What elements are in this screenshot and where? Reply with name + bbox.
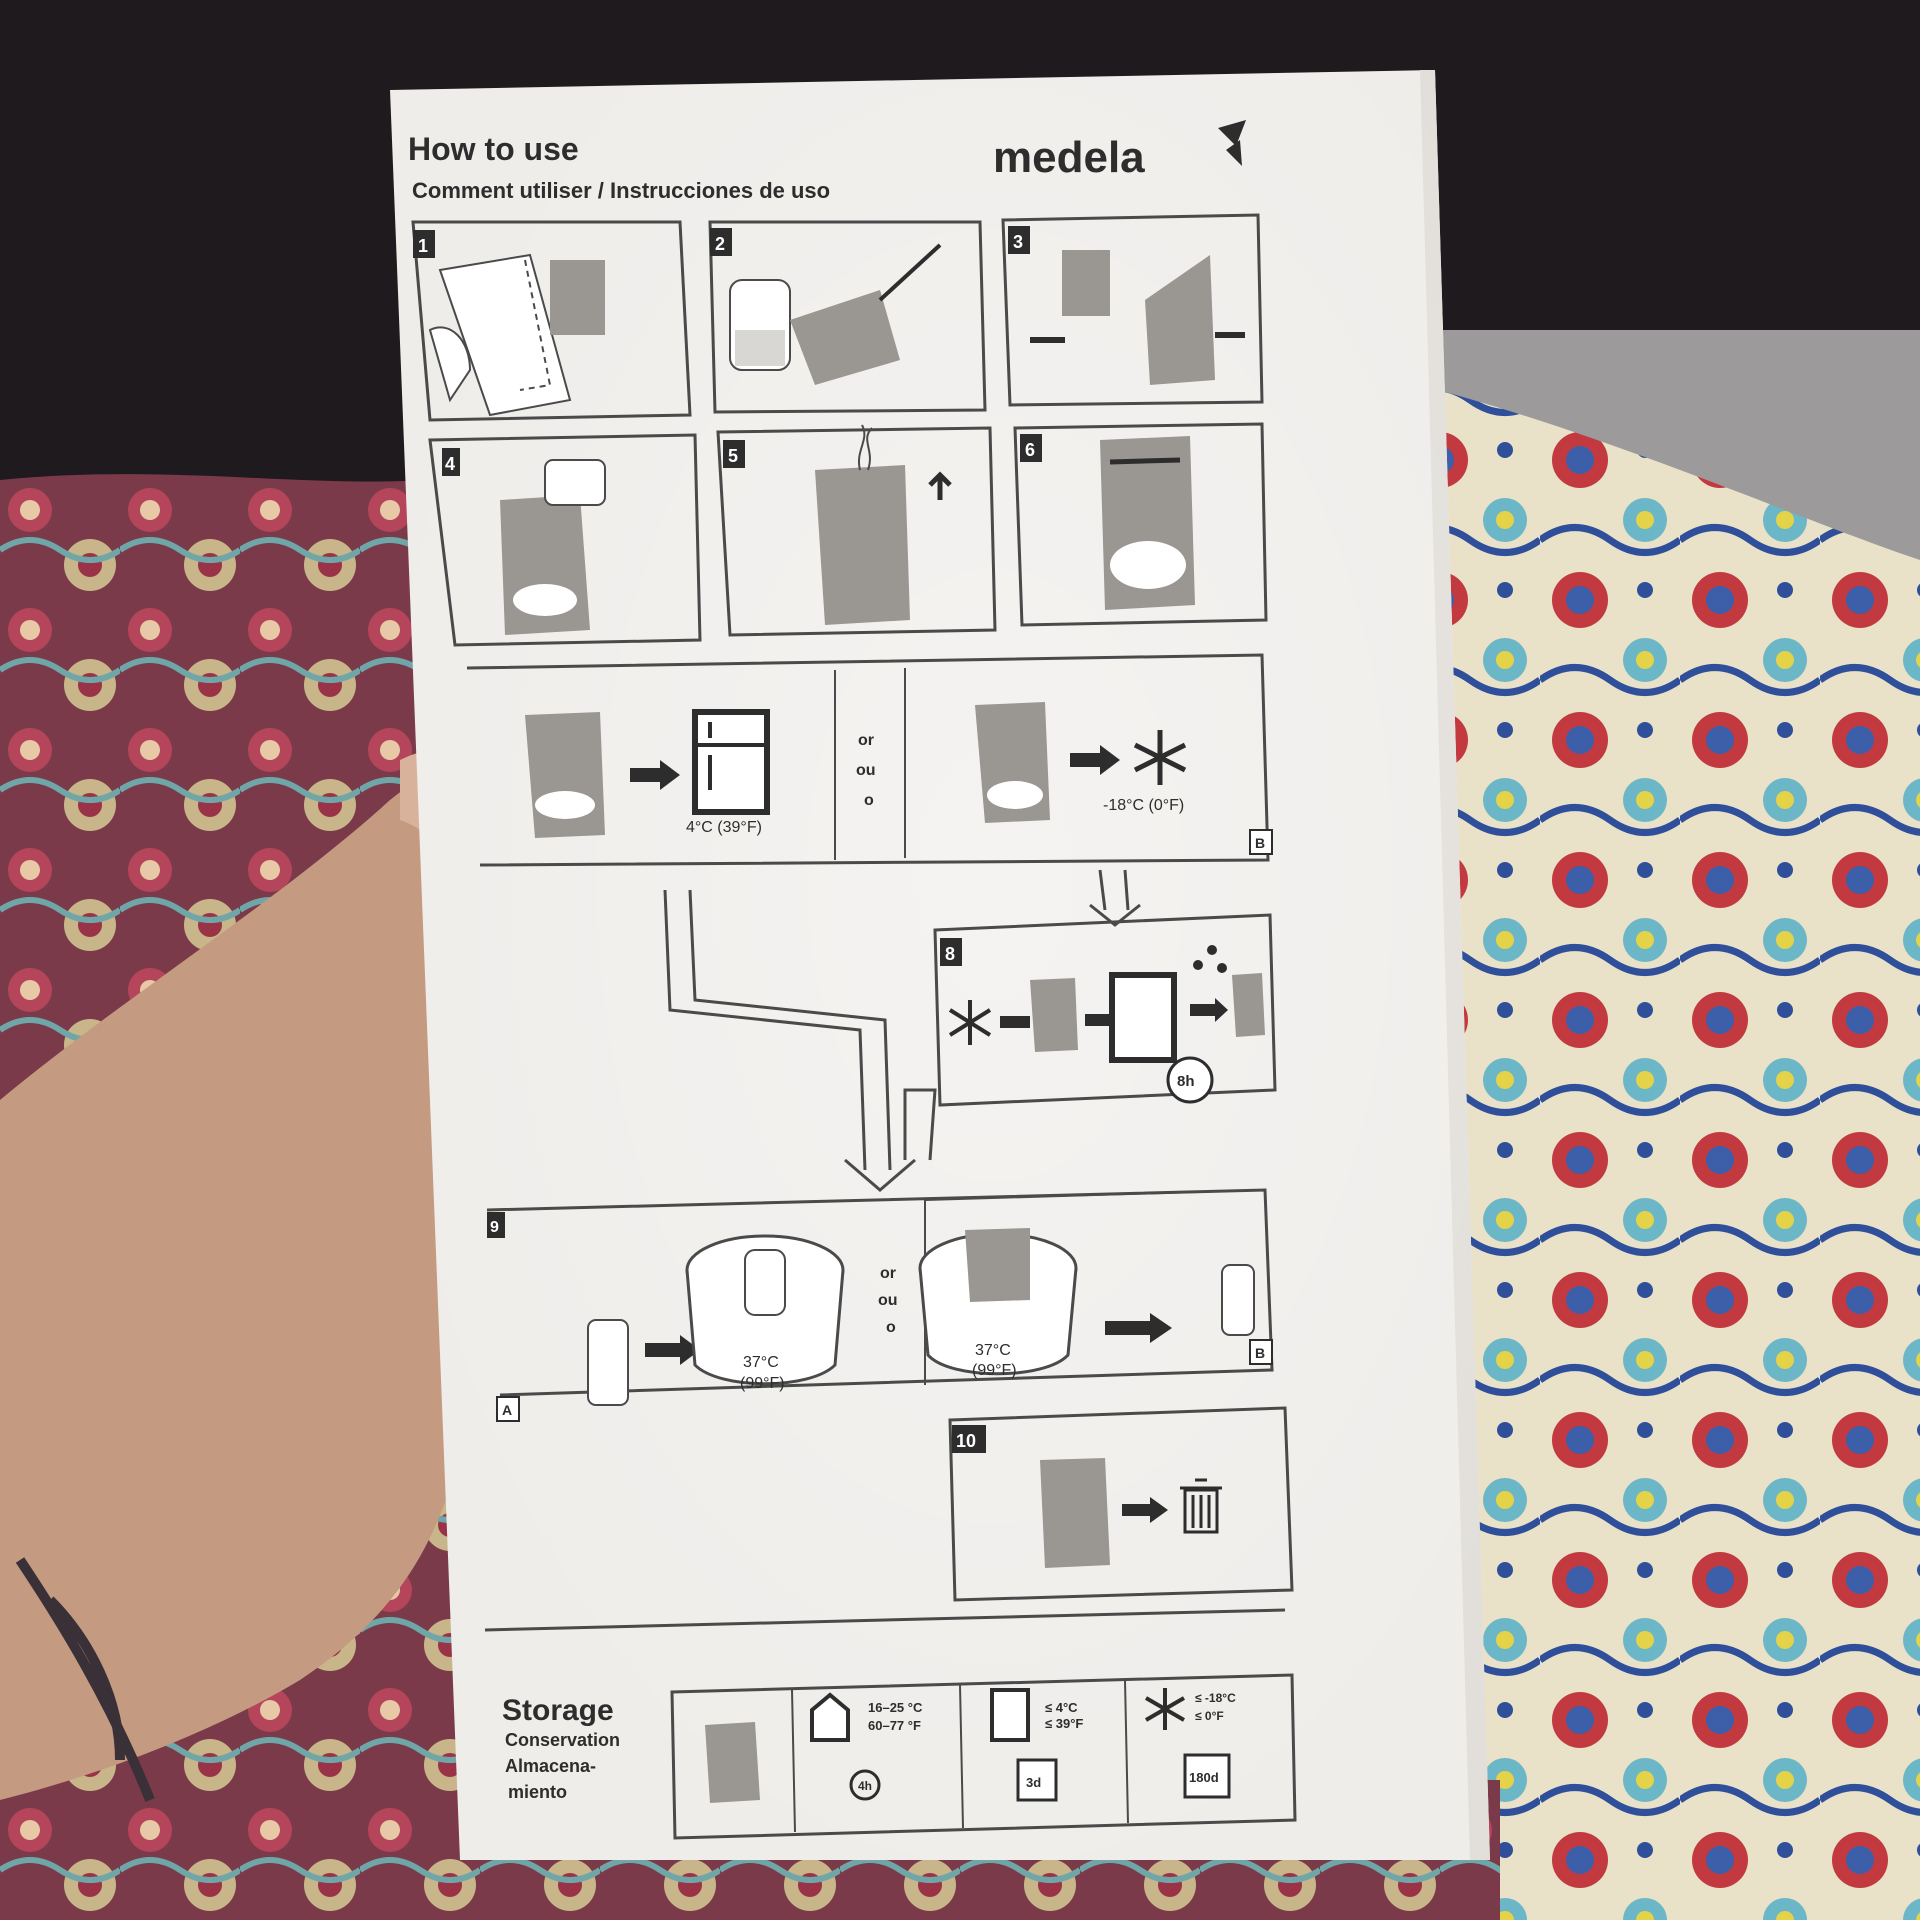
svg-text:ou: ou: [856, 762, 876, 779]
svg-text:Almacena-: Almacena-: [505, 1756, 596, 1776]
svg-text:B: B: [1255, 835, 1265, 851]
pouch-writing: [790, 290, 900, 385]
svg-text:Conservation: Conservation: [505, 1730, 620, 1750]
svg-text:ou: ou: [878, 1292, 898, 1309]
svg-text:or: or: [880, 1265, 896, 1282]
svg-text:37°C: 37°C: [975, 1342, 1011, 1359]
svg-text:16–25 °C: 16–25 °C: [868, 1700, 923, 1715]
bottle-icon: [587, 1319, 629, 1406]
flow-arrows: [663, 869, 1141, 1192]
svg-text:2: 2: [715, 234, 725, 254]
svg-text:6: 6: [1025, 440, 1035, 460]
medela-logo-icon: [1218, 120, 1246, 166]
thaw-time: 8h: [1177, 1073, 1195, 1090]
fridge-temperature: 4°C (39°F): [686, 819, 762, 836]
svg-text:o: o: [886, 1319, 896, 1336]
storage-table: Storage Conservation Almacena- miento 16…: [484, 1608, 1297, 1840]
svg-text:≤ -18°C: ≤ -18°C: [1195, 1691, 1236, 1705]
step-1-panel: 1: [411, 220, 692, 422]
svg-text:≤ 0°F: ≤ 0°F: [1195, 1709, 1224, 1723]
brand-logo-text: medela: [993, 133, 1145, 182]
house-thermometer-icon: [810, 1692, 850, 1742]
svg-text:4: 4: [445, 454, 455, 474]
svg-text:or: or: [858, 732, 874, 749]
svg-text:miento: miento: [508, 1782, 567, 1802]
svg-text:9: 9: [490, 1219, 499, 1236]
step-4-panel: 4: [428, 433, 702, 647]
svg-text:≤ 4°C: ≤ 4°C: [1045, 1700, 1078, 1715]
svg-text:60–77 °F: 60–77 °F: [868, 1718, 921, 1733]
svg-text:A: A: [502, 1402, 512, 1418]
calendar-icon: [1016, 1758, 1058, 1802]
svg-text:(99°F): (99°F): [972, 1362, 1017, 1379]
svg-text:37°C: 37°C: [743, 1354, 779, 1371]
svg-text:4h: 4h: [858, 1779, 872, 1793]
fridge-icon: [692, 709, 770, 815]
right-fabric: [1380, 380, 1920, 1920]
storage-title: Storage: [502, 1694, 614, 1727]
tattoo: [15, 1557, 155, 1802]
svg-text:B: B: [1255, 1345, 1265, 1361]
svg-text:10: 10: [956, 1431, 976, 1451]
step-2-panel: 2: [708, 220, 987, 414]
step-7-panel: 4°C (39°F) or ou o -18°C (0°F) B: [466, 653, 1273, 867]
step-9-panel: 9 37°C (99°F) A or ou o 37°C (99°F) B: [486, 1188, 1274, 1422]
step-6-panel: 6: [1013, 422, 1268, 627]
step-8-panel: 8 8h: [933, 913, 1277, 1107]
clock-icon: [1166, 1056, 1214, 1104]
water-drop-icon: [1193, 960, 1203, 970]
svg-text:180d: 180d: [1189, 1770, 1219, 1785]
svg-text:1: 1: [418, 236, 428, 256]
package-title: How to use: [408, 131, 579, 167]
step-3-panel: 3: [1001, 213, 1264, 407]
svg-text:3d: 3d: [1026, 1775, 1041, 1790]
svg-text:≤ 39°F: ≤ 39°F: [1045, 1716, 1083, 1731]
svg-text:o: o: [864, 792, 874, 809]
step-5-panel: 5: [716, 424, 997, 637]
svg-text:5: 5: [728, 446, 738, 466]
snowflake-icon: [1133, 730, 1187, 785]
svg-text:8: 8: [945, 944, 955, 964]
svg-text:3: 3: [1013, 232, 1023, 252]
trash-icon: [1180, 1478, 1222, 1534]
freezer-temperature: -18°C (0°F): [1103, 797, 1184, 814]
package-subtitle: Comment utiliser / Instrucciones de uso: [412, 178, 830, 203]
svg-text:(99°F): (99°F): [740, 1375, 785, 1392]
hand: [0, 762, 480, 1800]
step-10-panel: 10: [948, 1406, 1294, 1602]
